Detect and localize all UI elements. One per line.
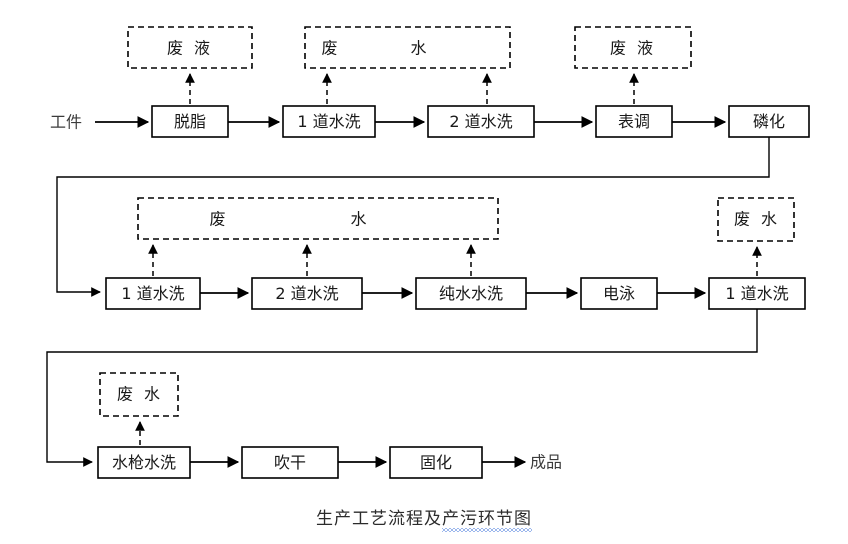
process-box-rect[interactable] (580, 277, 658, 310)
process-box-label: 表调 (618, 112, 650, 131)
waste-box-waste-water-r2-wide: 废 水 (137, 197, 499, 240)
process-box-rect[interactable] (97, 446, 191, 479)
terminal-label-output: 成品 (530, 453, 562, 472)
waste-box-rect (304, 26, 511, 69)
waste-box-waste-water-r2-right: 废 水 (717, 197, 795, 242)
terminal-label-input: 工件 (50, 113, 82, 132)
waste-box-label: 废 水 (117, 385, 163, 404)
process-box-rect[interactable] (241, 446, 339, 479)
waste-box-label: 废 水 (734, 210, 780, 229)
process-box-rect[interactable] (105, 277, 201, 310)
process-box-rect[interactable] (728, 105, 810, 138)
process-box-label: 1 道水洗 (121, 284, 184, 303)
process-box-label: 2 道水洗 (449, 112, 512, 131)
process-box-surface-conditioning[interactable]: 表调 (595, 105, 673, 138)
process-box-label: 水枪水洗 (112, 453, 176, 472)
caption-spellchecked-text: 产污环节图 (442, 504, 532, 532)
waste-box-rect (717, 197, 795, 242)
process-box-pure-water-rinse[interactable]: 纯水水洗 (415, 277, 527, 310)
process-box-label: 电泳 (603, 284, 635, 303)
process-box-rinse-1-r2b[interactable]: 1 道水洗 (708, 277, 806, 310)
waste-box-waste-water-r1: 废 水 (304, 26, 511, 69)
process-box-rinse-1-r2[interactable]: 1 道水洗 (105, 277, 201, 310)
process-box-label: 1 道水洗 (297, 112, 360, 131)
process-box-rect[interactable] (251, 277, 363, 310)
process-box-rinse-2-r1[interactable]: 2 道水洗 (427, 105, 535, 138)
waste-box-rect (99, 372, 179, 417)
waste-box-label: 废 水 (209, 210, 426, 229)
waste-box-rect (574, 26, 692, 69)
process-box-label: 纯水水洗 (439, 284, 503, 303)
process-box-label: 吹干 (274, 453, 306, 472)
process-box-blow-dry[interactable]: 吹干 (241, 446, 339, 479)
process-box-rinse-1-r1[interactable]: 1 道水洗 (282, 105, 376, 138)
process-box-electrophoresis[interactable]: 电泳 (580, 277, 658, 310)
process-box-rinse-2-r2[interactable]: 2 道水洗 (251, 277, 363, 310)
waste-box-waste-water-r3: 废 水 (99, 372, 179, 417)
waste-box-label: 废 液 (167, 39, 213, 58)
process-box-rect[interactable] (595, 105, 673, 138)
process-box-rect[interactable] (151, 105, 229, 138)
waste-box-rect (127, 26, 253, 69)
process-box-rect[interactable] (708, 277, 806, 310)
diagram-caption: 生产工艺流程及产污环节图 (0, 504, 848, 532)
process-box-label: 磷化 (753, 112, 785, 131)
process-box-rect[interactable] (282, 105, 376, 138)
caption-plain-text: 生产工艺流程及 (316, 509, 442, 529)
process-box-curing[interactable]: 固化 (389, 446, 483, 479)
waste-box-label: 废 液 (610, 39, 656, 58)
flow-connector-row2-to-row3 (46, 309, 758, 467)
waste-box-label: 废 水 (321, 39, 460, 58)
process-box-label: 脱脂 (174, 112, 206, 131)
waste-box-rect (137, 197, 499, 240)
waste-box-waste-liquid-2: 废 液 (574, 26, 692, 69)
process-box-label: 固化 (420, 453, 452, 472)
process-box-phosphating[interactable]: 磷化 (728, 105, 810, 138)
waste-box-waste-liquid-1: 废 液 (127, 26, 253, 69)
process-box-degrease[interactable]: 脱脂 (151, 105, 229, 138)
process-box-label: 2 道水洗 (275, 284, 338, 303)
process-box-label: 1 道水洗 (725, 284, 788, 303)
process-box-rect[interactable] (389, 446, 483, 479)
flow-connector-row1-to-row2 (56, 137, 770, 297)
process-box-water-gun-rinse[interactable]: 水枪水洗 (97, 446, 191, 479)
